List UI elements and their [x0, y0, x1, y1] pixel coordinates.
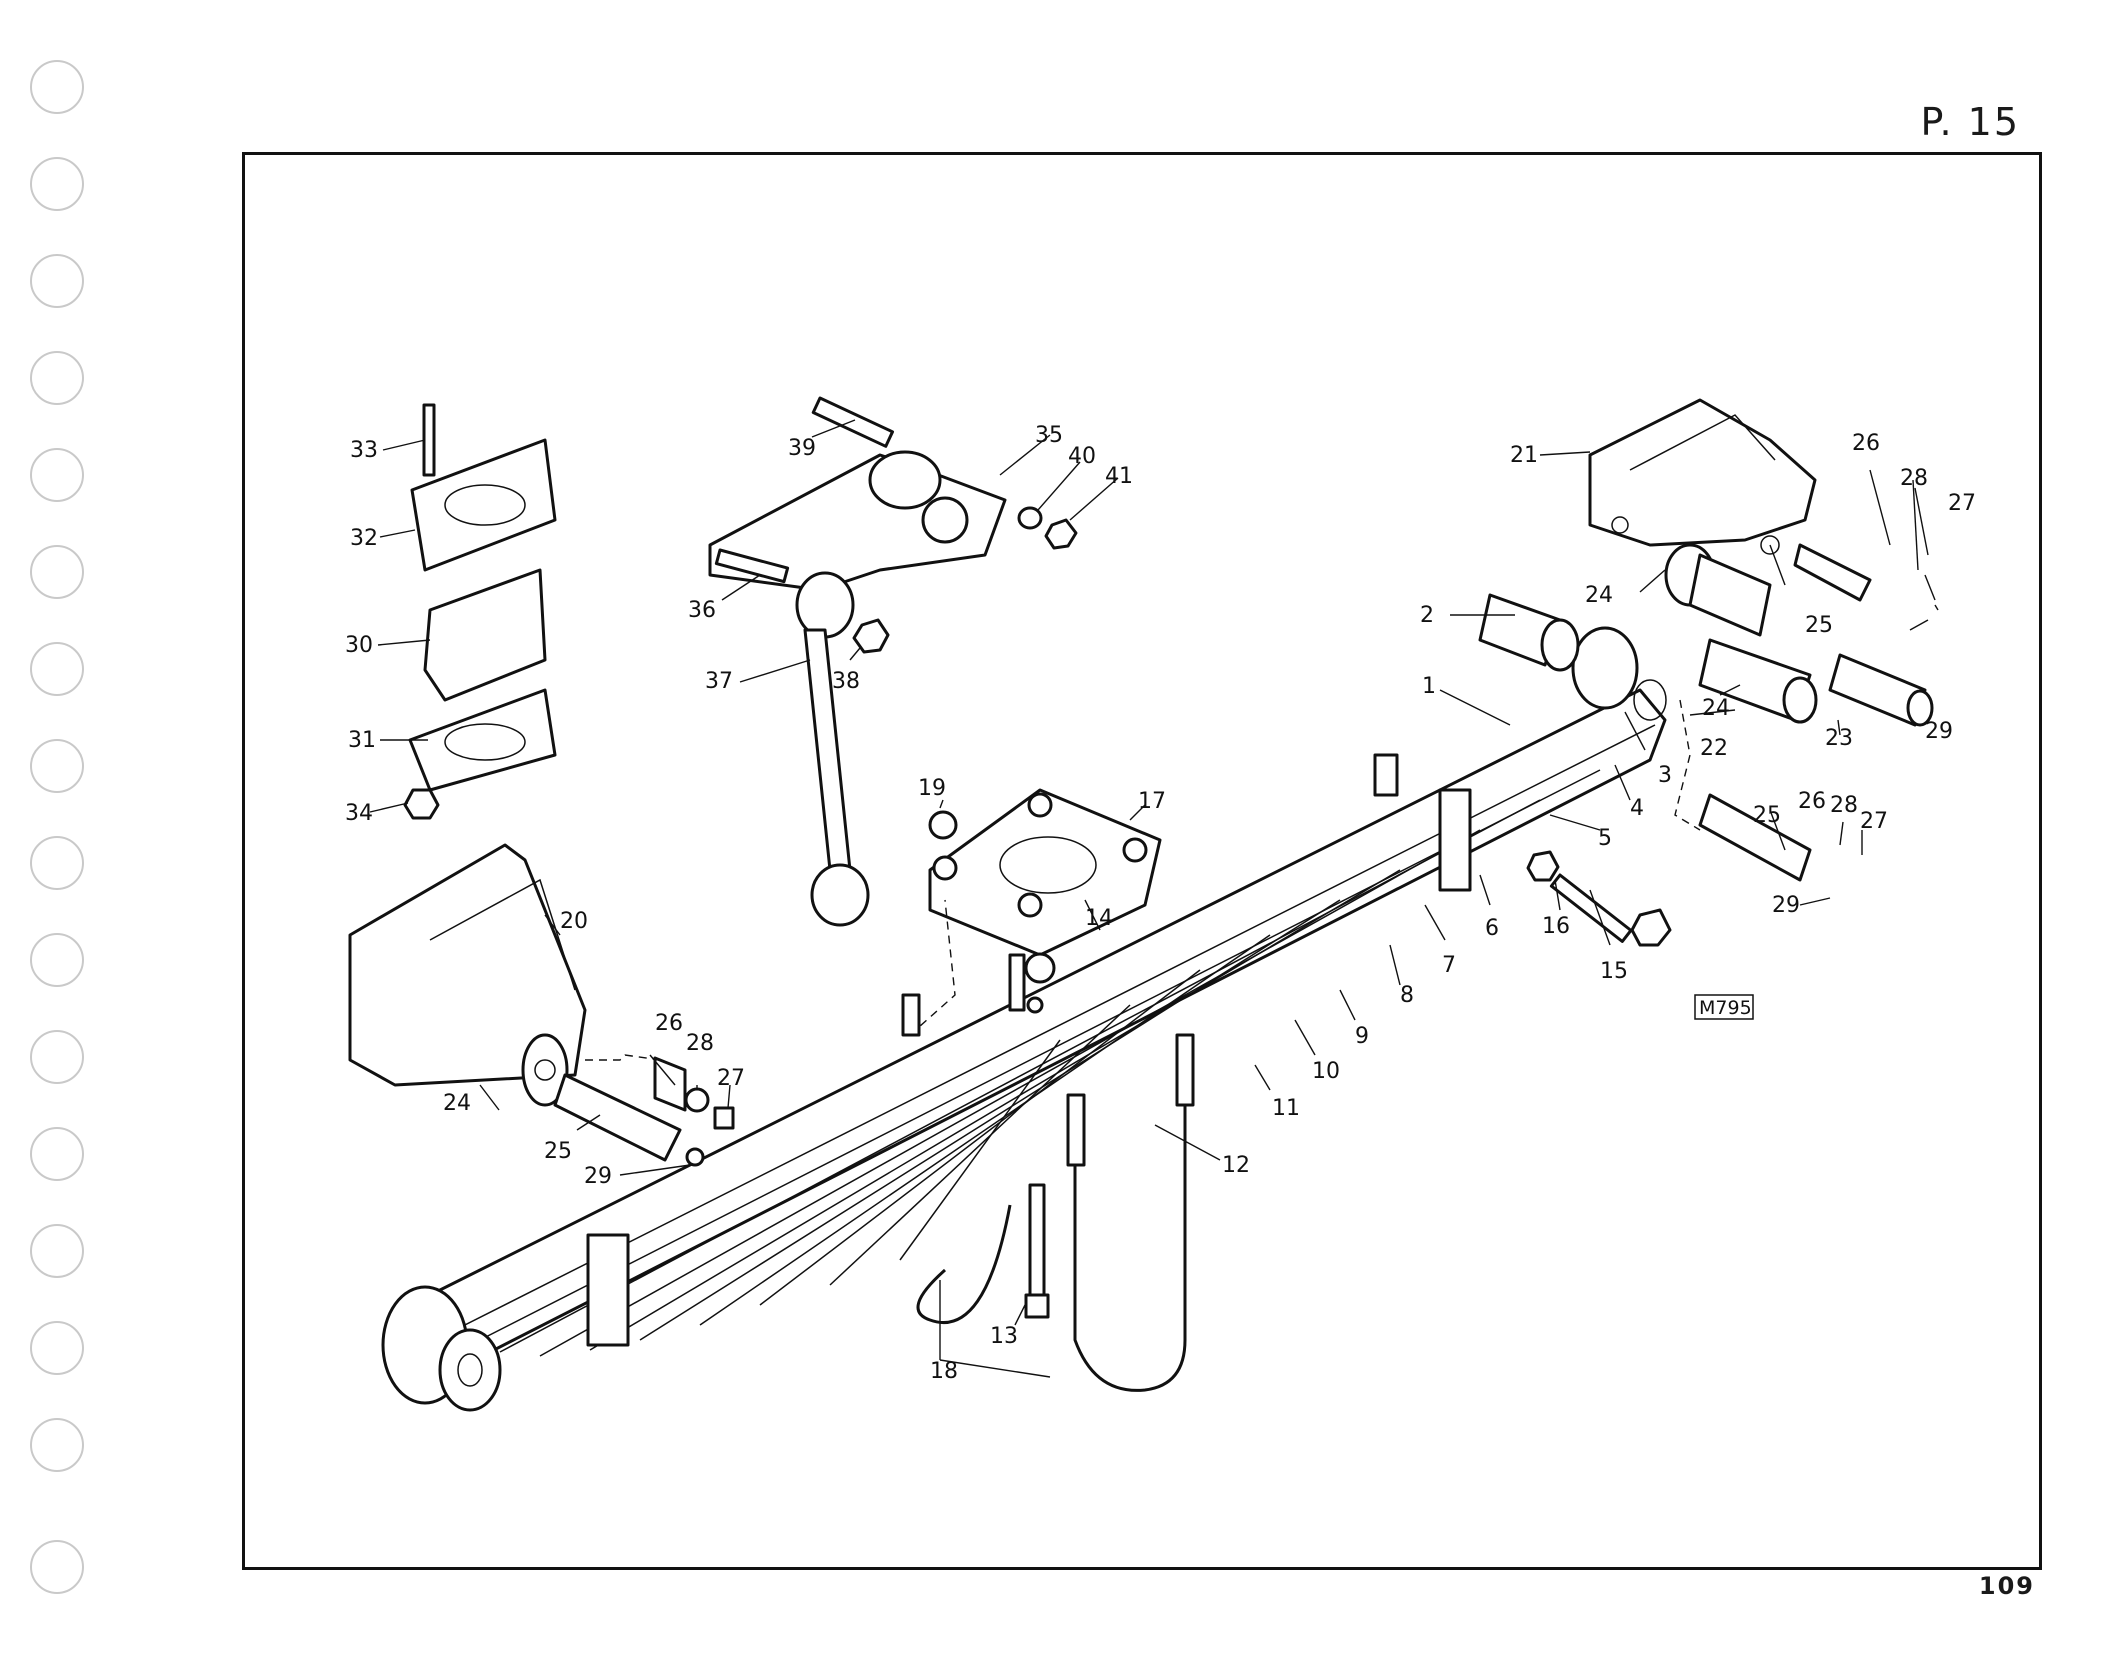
figure-reference-label: M795 — [1699, 997, 1752, 1019]
binder-hole — [30, 1540, 84, 1594]
callout-38: 38 — [832, 669, 860, 694]
callout-18: 18 — [930, 1359, 958, 1384]
callout-21: 21 — [1510, 443, 1538, 468]
binder-hole — [30, 1127, 84, 1181]
callout-5: 5 — [1598, 826, 1612, 851]
callout-28-rear-top: 28 — [1900, 466, 1928, 491]
bolt-and-nut — [1526, 850, 1672, 947]
callout-29-front: 29 — [584, 1164, 612, 1189]
binder-hole — [30, 1321, 84, 1375]
callout-23: 23 — [1825, 726, 1853, 751]
callout-27-rear: 27 — [1860, 809, 1888, 834]
callout-26-front: 26 — [655, 1011, 683, 1036]
callout-36: 36 — [688, 598, 716, 623]
front-hanger — [348, 843, 587, 1107]
callout-15: 15 — [1600, 959, 1628, 984]
bump-stop-assembly — [403, 403, 557, 820]
figure-reference: M795 — [1694, 994, 1754, 1020]
callout-1: 1 — [1422, 674, 1436, 699]
callout-10: 10 — [1312, 1059, 1340, 1084]
leaf-spring — [381, 626, 1667, 1412]
callout-40: 40 — [1068, 444, 1096, 469]
binder-hole — [30, 1030, 84, 1084]
callout-24-rear: 24 — [1702, 696, 1730, 721]
u-bolts — [916, 1033, 1195, 1392]
callout-24-rear-top: 24 — [1585, 583, 1613, 608]
callout-4: 4 — [1630, 796, 1644, 821]
callout-16: 16 — [1542, 914, 1570, 939]
front-pin-hardware — [553, 1056, 735, 1167]
callout-37: 37 — [705, 669, 733, 694]
callout-34: 34 — [345, 801, 373, 826]
callout-35: 35 — [1035, 423, 1063, 448]
callout-39: 39 — [788, 436, 816, 461]
binder-hole — [30, 836, 84, 890]
rear-hanger — [1588, 398, 1817, 555]
callout-2: 2 — [1420, 603, 1434, 628]
callout-20: 20 — [560, 909, 588, 934]
callout-31: 31 — [348, 728, 376, 753]
callout-26-rear-top: 26 — [1852, 431, 1880, 456]
callout-29-rear-top: 29 — [1925, 719, 1953, 744]
callout-27-rear-top: 27 — [1948, 491, 1976, 516]
callout-41: 41 — [1105, 464, 1133, 489]
callout-3: 3 — [1658, 763, 1672, 788]
callout-32: 32 — [350, 526, 378, 551]
callout-7: 7 — [1442, 953, 1456, 978]
callout-8: 8 — [1400, 983, 1414, 1008]
rear-shackle-parts — [1478, 543, 1934, 882]
callout-28-front: 28 — [686, 1031, 714, 1056]
callout-24-front: 24 — [443, 1091, 471, 1116]
callout-22: 22 — [1700, 736, 1728, 761]
binder-hole — [30, 351, 84, 405]
binder-hole — [30, 933, 84, 987]
callout-13: 13 — [990, 1324, 1018, 1349]
callout-29-rear: 29 — [1772, 893, 1800, 918]
centre-bolt — [1024, 1183, 1050, 1319]
binder-hole — [30, 545, 84, 599]
binder-hole — [30, 642, 84, 696]
callout-30: 30 — [345, 633, 373, 658]
callout-12: 12 — [1222, 1153, 1250, 1178]
callout-25-rear-top: 25 — [1805, 613, 1833, 638]
callout-25-front: 25 — [544, 1139, 572, 1164]
callout-25-rear: 25 — [1753, 803, 1781, 828]
binder-hole — [30, 254, 84, 308]
callout-19: 19 — [918, 776, 946, 801]
callout-28-rear: 28 — [1830, 793, 1858, 818]
callout-labels: 1 2 3 4 5 6 7 8 9 10 11 12 13 14 15 16 1… — [345, 419, 1976, 1384]
callout-6: 6 — [1485, 916, 1499, 941]
diagram-frame — [242, 152, 2042, 1570]
binder-hole — [30, 157, 84, 211]
spring-seat — [901, 788, 1162, 1037]
callout-27-front: 27 — [717, 1066, 745, 1091]
page-number: 109 — [1978, 1572, 2035, 1600]
binder-hole — [30, 448, 84, 502]
callout-9: 9 — [1355, 1024, 1369, 1049]
binder-hole — [30, 739, 84, 793]
callout-17: 17 — [1138, 789, 1166, 814]
page-reference: P. 15 — [1920, 100, 2020, 144]
binder-hole — [30, 1418, 84, 1472]
callout-14: 14 — [1085, 906, 1113, 931]
callout-11: 11 — [1272, 1096, 1300, 1121]
callout-33: 33 — [350, 438, 378, 463]
binder-hole — [30, 1224, 84, 1278]
binder-holes — [0, 0, 110, 1653]
anti-roll-link-assembly — [708, 396, 1078, 927]
callout-26-rear: 26 — [1798, 789, 1826, 814]
binder-hole — [30, 60, 84, 114]
